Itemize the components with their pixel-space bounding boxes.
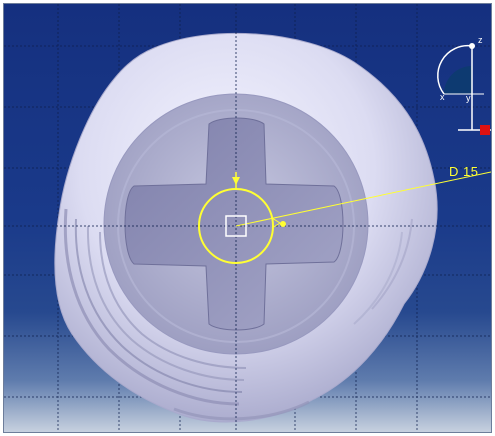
compass-x-label: x <box>440 92 445 102</box>
thread-ring <box>63 208 240 406</box>
compass-z-label: z <box>478 35 483 45</box>
compass-top-handle[interactable] <box>469 43 475 49</box>
thread-ring <box>173 400 310 421</box>
diameter-dimension[interactable] <box>198 171 491 264</box>
thread-ring <box>86 225 245 381</box>
3d-viewport[interactable]: D 15 z x y <box>3 3 492 433</box>
thread-ring <box>99 231 247 369</box>
scene-canvas[interactable] <box>4 4 492 433</box>
compass-y-label: y <box>466 93 471 103</box>
thread-ring <box>74 218 243 393</box>
grid-axes <box>4 4 491 432</box>
compass-arc <box>437 44 473 95</box>
dimension-leader-line <box>235 171 491 227</box>
compass-icon[interactable]: z x y <box>434 34 492 144</box>
thread-ring <box>371 218 413 310</box>
dimension-label[interactable]: D 15 <box>449 164 479 179</box>
cross-recess <box>124 117 344 331</box>
anchor-point[interactable] <box>280 221 286 227</box>
arrow-head-icon <box>232 177 240 185</box>
arrow-head-icon <box>271 217 281 229</box>
compass-red-handle[interactable] <box>480 125 490 135</box>
thread-ring <box>353 231 403 325</box>
center-marker[interactable] <box>225 215 247 237</box>
compass-plane <box>444 46 472 94</box>
